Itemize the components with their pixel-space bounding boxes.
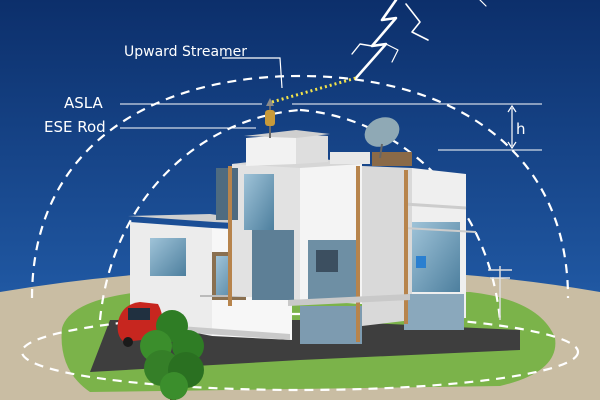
height-label: h [516,120,526,138]
lightning-bolt-icon [351,0,487,80]
reference-lines [120,57,542,151]
ese-rod [265,98,275,138]
satellite-dish-icon [364,117,400,159]
asla-label: ASLA [64,94,103,112]
upward-streamer-label: Upward Streamer [124,44,248,60]
utility-pole [488,266,512,320]
ese-rod-label: ESE Rod [44,118,106,136]
tree [140,310,204,400]
